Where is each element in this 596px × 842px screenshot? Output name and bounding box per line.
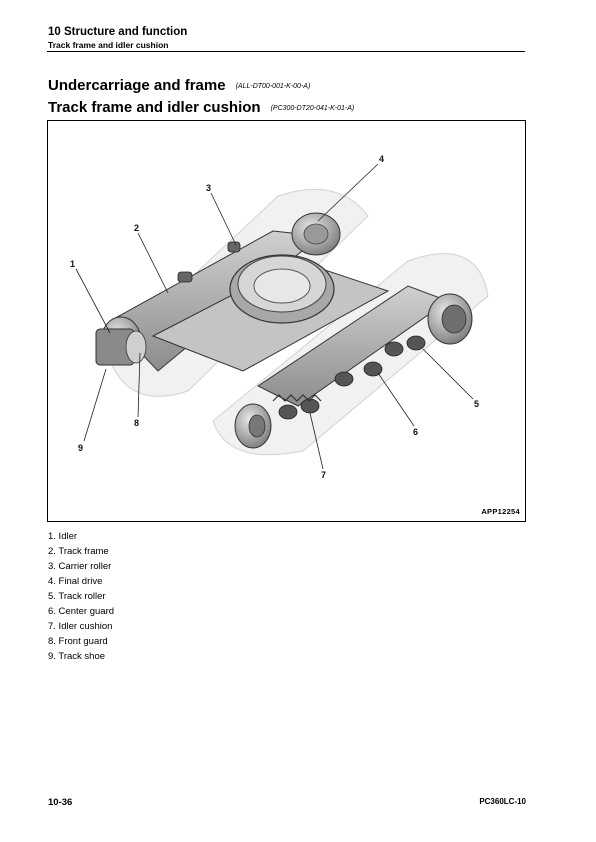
- callout-8: 8: [134, 418, 139, 428]
- list-item: 6. Center guard: [48, 606, 115, 617]
- callout-9: 9: [78, 443, 83, 453]
- undercarriage-illustration: 1 2 3 4 5 6 7 8 9: [70, 154, 489, 480]
- list-item: 2. Track frame: [48, 546, 109, 557]
- callout-7: 7: [321, 470, 326, 480]
- undercarriage-figure: 1 2 3 4 5 6 7 8 9 APP12254: [47, 120, 526, 522]
- list-item: 5. Track roller: [48, 591, 106, 602]
- heading-main-text: Undercarriage and frame: [48, 77, 226, 94]
- callout-4: 4: [379, 154, 384, 164]
- heading-sub-text: Track frame and idler cushion: [48, 99, 261, 116]
- list-item: 8. Front guard: [48, 636, 108, 647]
- figure-id: APP12254: [481, 507, 520, 516]
- page-number: 10-36: [48, 797, 73, 808]
- model-code: PC360LC-10: [479, 797, 526, 806]
- section-title: Track frame and idler cushion: [48, 40, 169, 50]
- callout-3: 3: [206, 183, 211, 193]
- callout-1: 1: [70, 259, 75, 269]
- heading-undercarriage: Undercarriage and frame (ALL-DT00-001-K-0…: [48, 77, 310, 94]
- callout-6: 6: [413, 427, 418, 437]
- heading-main-code: (ALL-DT00-001-K-00-A): [235, 83, 311, 90]
- list-item: 3. Carrier roller: [48, 561, 112, 572]
- heading-sub-code: (PC300-DT20-041-K-01-A): [270, 105, 355, 112]
- list-item: 9. Track shoe: [48, 651, 106, 662]
- parts-list: 1. Idler 2. Track frame 3. Carrier rolle…: [48, 529, 114, 664]
- chapter-title: 10 Structure and function: [48, 26, 188, 38]
- heading-track-frame: Track frame and idler cushion (PC300-DT20…: [48, 99, 354, 116]
- callout-5: 5: [474, 399, 479, 409]
- list-item: 4. Final drive: [48, 576, 103, 587]
- header-rule: [47, 51, 525, 52]
- list-item: 1. Idler: [48, 531, 78, 542]
- callout-2: 2: [134, 223, 139, 233]
- list-item: 7. Idler cushion: [48, 621, 113, 632]
